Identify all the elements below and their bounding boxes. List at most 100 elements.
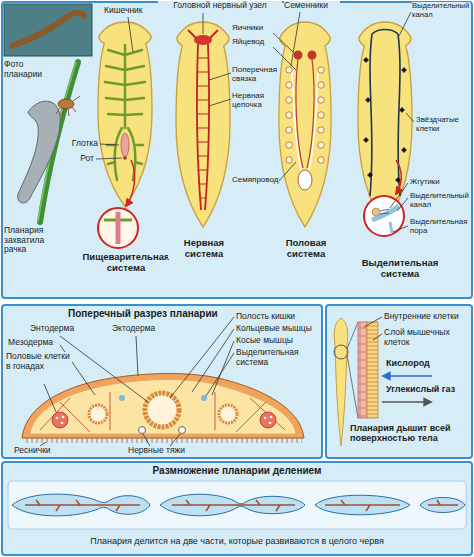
reproductive-system-part-part: [318, 127, 324, 133]
part-label: Глотка: [64, 139, 98, 149]
reproductive-system-part: [296, 59, 314, 168]
reproductive-system-part-part: [318, 157, 324, 163]
part-label: Семяпровод: [232, 176, 278, 185]
cross-section-part-part: [264, 417, 267, 420]
part-label: Яичники: [232, 24, 274, 33]
reproductive-system-part-part: [286, 82, 292, 88]
digestive-system-part: [98, 22, 152, 207]
digestive-system: [96, 17, 152, 248]
system-caption: Выделительная система: [355, 258, 445, 279]
part-label: Кишечник: [104, 6, 154, 16]
excretory-system-part: [363, 57, 407, 183]
system-caption: Нервная система: [168, 238, 240, 259]
system-caption: Кислород: [386, 358, 470, 368]
panel-heading: Планария дышит всей поверхностью тела: [350, 423, 468, 443]
digestive-system-part: [121, 133, 129, 157]
part-label: Половые клетки в гонадах: [6, 352, 72, 371]
cross-section-part-part: [269, 422, 272, 425]
part-label: Фото планарии: [4, 60, 60, 79]
excretory-system-part: [396, 160, 401, 194]
reproductive-system-part-part: [318, 67, 324, 73]
respiration-part: [383, 375, 432, 377]
panel-heading: Размножение планарии делением: [12, 465, 462, 476]
respiration: [326, 305, 472, 458]
nervous-system-part: [203, 13, 231, 106]
part-label: Выделительный канал: [410, 192, 470, 209]
cross-section-part-part: [62, 416, 65, 419]
cross-section-part: [219, 405, 237, 423]
excretory-system-part: [370, 30, 400, 197]
excretory-system-part: [364, 58, 406, 182]
part-label: Косые мышцы: [236, 336, 320, 346]
division-part: [25, 500, 458, 511]
part-label: Эктодерма: [112, 324, 167, 334]
division-part: [8, 481, 466, 529]
digestive-system-part: [116, 212, 121, 244]
digestive-system-part: [96, 17, 133, 159]
cross-section: [2, 305, 322, 458]
reproductive-system-part-part: [286, 112, 292, 118]
system-caption: Пищеварительная система: [76, 252, 176, 273]
plant-scene-part: [58, 99, 74, 109]
respiration-part: [364, 317, 382, 340]
reproductive-system-part-part: [318, 97, 324, 103]
cross-section-part: [89, 405, 107, 423]
division-part: [2, 462, 472, 555]
respiration-part: [347, 322, 358, 418]
cross-section-part: [145, 393, 179, 427]
reproductive-system: [269, 12, 331, 227]
cross-section-part: [260, 412, 276, 428]
reproductive-system-part-part: [286, 127, 292, 133]
reproductive-system-part-part: [286, 157, 292, 163]
part-label: Звёздчатые клетки: [416, 116, 471, 133]
part-label: Головной нервный узел: [158, 1, 282, 11]
reproductive-system-part-part: [286, 97, 292, 103]
cross-section-part: [52, 412, 68, 428]
reproductive-system-part: [308, 51, 317, 60]
part-label: Энтодерма: [30, 324, 80, 334]
part-label: Мезодерма: [8, 338, 60, 348]
digestive-system-part: [98, 208, 138, 248]
excretory-system: [358, 12, 414, 236]
reproductive-system-part: [294, 51, 303, 60]
digestive-system-part: [123, 156, 127, 160]
digestive-system-part: [126, 160, 135, 206]
cross-section-part: [40, 317, 234, 446]
system-caption: Углекислый газ: [386, 384, 470, 394]
part-label: Кольцевые мышцы: [236, 324, 320, 334]
plant-scene-part: [56, 96, 80, 116]
part-label: Планария захватила рачка: [4, 226, 68, 255]
excretory-system-part: [390, 222, 392, 233]
respiration-part: [326, 305, 472, 458]
nervous-system-part: [188, 30, 218, 210]
division-part: [12, 494, 465, 516]
part-label: Семенники: [284, 1, 340, 11]
part-label: Выделительная пора: [410, 218, 470, 235]
cross-section-part-part: [61, 422, 64, 425]
respiration-part: [382, 401, 431, 403]
panel-box: Размножение планарии делениемПланария де…: [2, 462, 472, 555]
excretory-system-part: [372, 208, 380, 216]
cross-section-part: [2, 305, 322, 458]
part-label: Слой мышечных клеток: [384, 328, 470, 347]
cross-section-part: [119, 395, 125, 401]
reproductive-system-part-part: [318, 82, 324, 88]
reproductive-system-part-part: [286, 67, 292, 73]
photo-part: [12, 13, 84, 46]
part-label: Выделительный канал: [412, 2, 470, 19]
nervous-system-part: [176, 22, 230, 227]
top-panel: [2, 2, 472, 298]
panel-caption: Планария делится на две части, которые р…: [8, 536, 466, 546]
part-label: Яйцевод: [232, 38, 274, 47]
nervous-system: [176, 13, 231, 227]
part-label: Нервная цепочка: [232, 92, 278, 110]
part-label: Поперечная связка: [232, 66, 278, 84]
plant-scene-part: [18, 101, 60, 203]
reproductive-system-part-part: [318, 112, 324, 118]
reproductive-system-part-part: [318, 142, 324, 148]
part-label: Внутренние клетки: [384, 312, 470, 322]
cross-section-part: [56, 416, 273, 425]
panel-heading: Поперечный разрез планарии: [68, 308, 233, 319]
respiration-part: [358, 322, 367, 418]
